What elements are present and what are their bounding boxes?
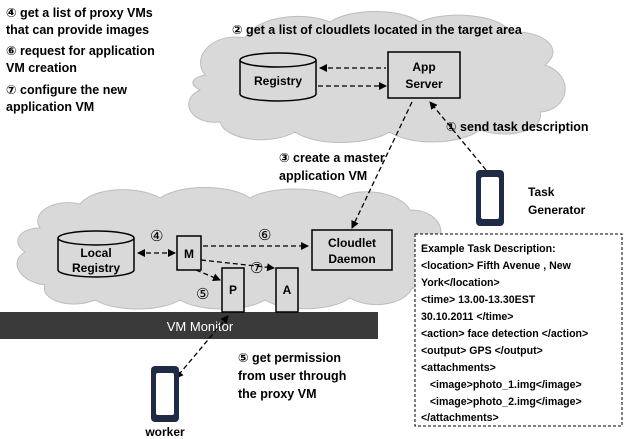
step3-text-line1: ③ create a master <box>279 151 385 165</box>
registry-label: Registry <box>254 74 302 88</box>
example-task-line: <image>photo_1.img</image> <box>421 379 582 391</box>
edge-app-server-to-cloudlet-daemon <box>351 101 413 229</box>
top-cloud <box>188 11 566 143</box>
example-task-line: <image>photo_2.img</image> <box>421 396 582 408</box>
example-task-description-box: Example Task Description: <location> Fif… <box>414 233 623 427</box>
edge-marker-4: ④ <box>150 228 163 245</box>
edge-marker-7: ⑦ <box>250 260 263 277</box>
app-server-label-line2: Server <box>405 77 443 91</box>
example-task-line: 30.10.2011 </time> <box>421 311 513 323</box>
worker-label: worker <box>144 425 185 439</box>
local-registry-database: Local Registry <box>57 230 135 278</box>
local-registry-label-line1: Local <box>80 246 111 260</box>
edge-marker-6: ⑥ <box>258 227 271 244</box>
p-vm-box: P <box>221 267 245 313</box>
cloudlet-daemon-label-line1: Cloudlet <box>328 236 376 250</box>
m-label: M <box>184 247 194 261</box>
example-task-line: York</location> <box>421 277 500 289</box>
step7-text-line2: application VM <box>6 100 94 114</box>
app-server-box: App Server <box>387 51 461 99</box>
step3-text-line2: application VM <box>279 169 367 183</box>
step7-text-line1: ⑦ configure the new <box>6 83 127 97</box>
step6-text-line2: VM creation <box>6 61 77 75</box>
example-task-line: Example Task Description: <box>421 243 556 255</box>
p-label: P <box>229 283 237 297</box>
edge-m-to-a <box>200 259 275 272</box>
vm-monitor-label: VM Monitor <box>167 319 234 334</box>
step5-text-line2: from user through <box>238 369 346 383</box>
task-generator-label-line1: Task <box>528 185 555 199</box>
task-generator-phone-icon <box>476 170 504 226</box>
example-task-line: <location> Fifth Avenue , New <box>421 260 572 272</box>
example-task-line: <output> GPS </output> <box>421 345 543 357</box>
step2-text: ② get a list of cloudlets located in the… <box>232 23 523 37</box>
step4-text-line2: that can provide images <box>6 23 149 37</box>
edge-m-to-p <box>195 269 221 281</box>
app-server-label-line1: App <box>412 60 435 74</box>
registry-database: Registry <box>239 52 317 102</box>
example-task-line: <attachments> <box>421 362 496 374</box>
example-task-line: </attachments> <box>421 412 499 424</box>
step5-text-line1: ⑤ get permission <box>238 351 341 365</box>
task-generator-label-line2: Generator <box>528 203 586 217</box>
example-task-line: <action> face detection </action> <box>421 328 588 340</box>
example-task-line: <time> 13.00-13.30EST <box>421 294 536 306</box>
edge-task-generator-to-app-server <box>429 101 487 171</box>
worker-phone-icon <box>151 366 179 422</box>
edge-marker-5: ⑤ <box>196 286 209 303</box>
edge-p-worker <box>175 315 229 379</box>
step6-text-line1: ⑥ request for application <box>6 44 155 58</box>
step5-text-line3: the proxy VM <box>238 387 317 401</box>
a-label: A <box>283 283 292 297</box>
cloudlet-daemon-label-line2: Daemon <box>328 252 375 266</box>
local-registry-label-line2: Registry <box>72 261 120 275</box>
m-vm-box: M <box>176 235 202 271</box>
a-vm-box: A <box>275 267 299 313</box>
step1-text: ① send task description <box>446 120 589 134</box>
step4-text-line1: ④ get a list of proxy VMs <box>6 6 153 20</box>
cloudlet-daemon-box: Cloudlet Daemon <box>311 229 393 271</box>
